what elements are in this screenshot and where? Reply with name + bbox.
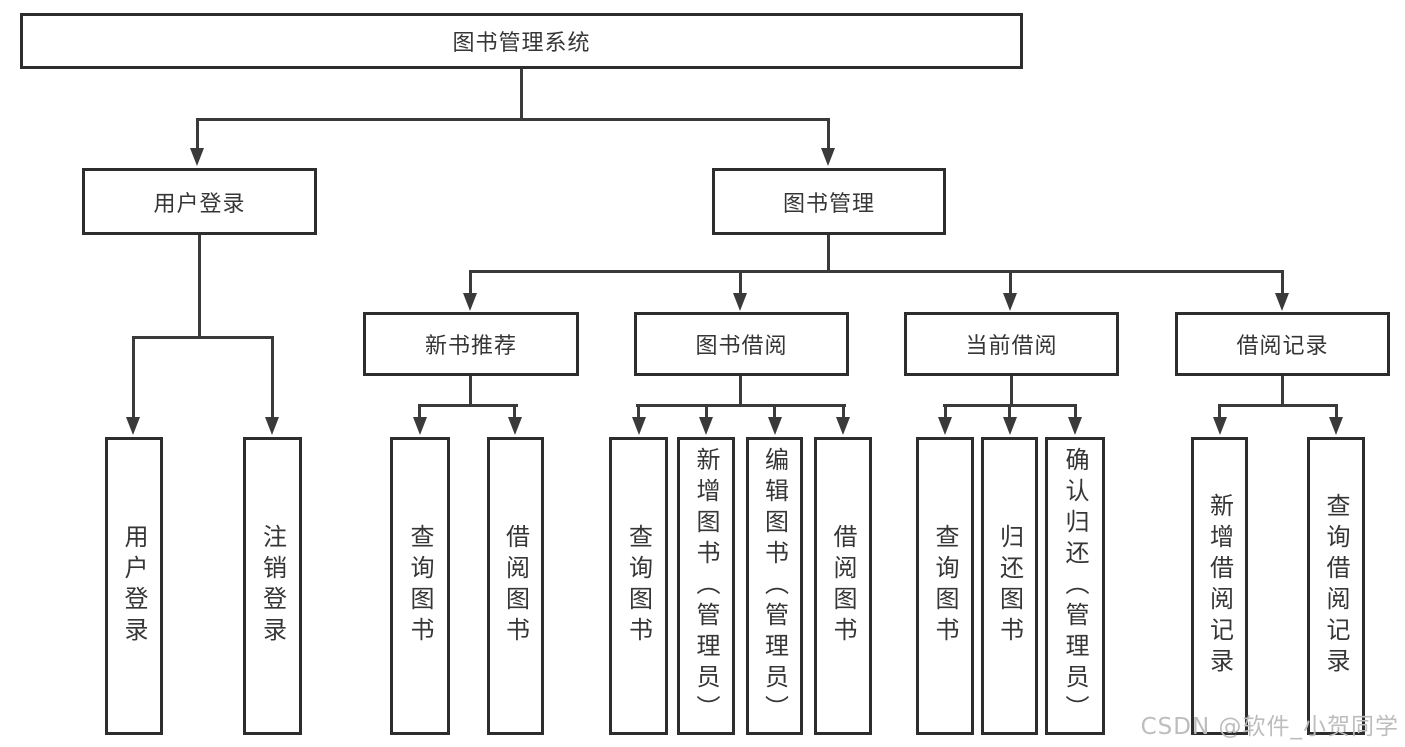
node-label: 查询图书 [406, 524, 434, 648]
node-label: 确认归还（管理员） [1061, 446, 1089, 726]
node-label: 编辑图书（管理员） [760, 446, 789, 726]
arrow-down [508, 417, 522, 435]
leaf-edit-book-admin: 编辑图书（管理员） [746, 437, 803, 735]
node-label: 归还图书 [995, 524, 1024, 648]
connector-line [520, 69, 523, 118]
node-label: 查询图书 [931, 524, 959, 648]
node-label: 用户登录 [120, 524, 148, 648]
arrow-down [1068, 417, 1082, 435]
arrow-down [265, 417, 279, 435]
connector-line [1074, 406, 1077, 418]
connector-line [469, 376, 472, 406]
leaf-borrow-books-recommend: 借阅图书 [487, 437, 544, 735]
connector-line [469, 272, 472, 294]
node-label: 借阅记录 [1236, 334, 1329, 359]
node-label: 查询借阅记录 [1322, 493, 1350, 679]
node-book-borrowing: 图书借阅 [634, 312, 849, 376]
leaf-logout: 注销登录 [243, 437, 302, 735]
arrow-down [1003, 293, 1017, 311]
leaf-query-books-borrowing: 查询图书 [609, 437, 668, 735]
node-label: 新书推荐 [424, 334, 517, 359]
connector-line [196, 118, 830, 121]
leaf-confirm-return-admin: 确认归还（管理员） [1045, 437, 1105, 735]
connector-line [418, 406, 421, 418]
csdn-watermark: CSDN @软件_小贺同学 [1140, 714, 1399, 740]
node-label: 图书借阅 [695, 334, 788, 359]
arrow-down [699, 417, 713, 435]
leaf-add-borrow-record: 新增借阅记录 [1191, 437, 1248, 735]
node-borrowing-records: 借阅记录 [1175, 312, 1390, 376]
connector-line [198, 235, 201, 336]
connector-line [773, 406, 776, 418]
connector-line [418, 404, 518, 407]
connector-line [636, 404, 846, 407]
arrow-down [463, 293, 477, 311]
node-label: 注销登录 [258, 524, 287, 648]
connector-line [1281, 272, 1284, 294]
arrow-down [1275, 293, 1289, 311]
node-label: 借阅图书 [501, 524, 530, 648]
connector-line [1009, 272, 1012, 294]
connector-line [827, 235, 830, 273]
arrow-down [1213, 417, 1227, 435]
connector-line [132, 336, 274, 339]
connector-line [1281, 376, 1284, 406]
connector-line [1218, 406, 1221, 418]
arrow-down [836, 417, 850, 435]
leaf-return-book: 归还图书 [981, 437, 1038, 735]
arrow-down [733, 293, 747, 311]
connector-line [132, 338, 135, 418]
connector-line [705, 406, 708, 418]
node-user-login: 用户登录 [82, 168, 317, 235]
arrow-down [1003, 417, 1017, 435]
connector-line [944, 406, 947, 418]
connector-line [739, 376, 742, 406]
connector-line [196, 120, 199, 148]
node-label: 查询图书 [624, 524, 653, 648]
connector-line [739, 272, 742, 294]
arrow-down [821, 148, 835, 166]
connector-line [1008, 406, 1011, 418]
node-label: 用户登录 [153, 191, 246, 217]
node-library-system: 图书管理系统 [20, 13, 1023, 69]
connector-line [513, 406, 516, 418]
leaf-query-borrow-record: 查询借阅记录 [1307, 437, 1365, 735]
node-label: 当前借阅 [965, 334, 1058, 359]
connector-line [1010, 376, 1013, 406]
connector-line [827, 120, 830, 148]
leaf-query-books-current: 查询图书 [916, 437, 974, 735]
leaf-add-book-admin: 新增图书（管理员） [677, 437, 735, 735]
node-label: 借阅图书 [829, 524, 857, 648]
node-new-book-recommend: 新书推荐 [363, 312, 579, 376]
connector-line [469, 270, 1284, 273]
node-label: 新增借阅记录 [1205, 493, 1234, 679]
node-label: 图书管理 [782, 191, 875, 217]
connector-line [637, 406, 640, 418]
leaf-user-login: 用户登录 [105, 437, 163, 735]
arrow-down [413, 417, 427, 435]
arrow-down [1329, 417, 1343, 435]
arrow-down [632, 417, 646, 435]
connector-line [1218, 404, 1338, 407]
node-label: 图书管理系统 [452, 31, 591, 56]
node-label: 新增图书（管理员） [692, 446, 720, 726]
leaf-borrow-books-borrowing: 借阅图书 [814, 437, 872, 735]
leaf-query-books-recommend: 查询图书 [390, 437, 450, 735]
connector-line [271, 338, 274, 418]
arrow-down [768, 417, 782, 435]
arrow-down [938, 417, 952, 435]
connector-line [943, 404, 1077, 407]
node-current-borrowing: 当前借阅 [904, 312, 1119, 376]
arrow-down [190, 148, 204, 166]
connector-line [1335, 406, 1338, 418]
node-book-management: 图书管理 [712, 168, 946, 235]
connector-line [842, 406, 845, 418]
arrow-down [126, 417, 140, 435]
